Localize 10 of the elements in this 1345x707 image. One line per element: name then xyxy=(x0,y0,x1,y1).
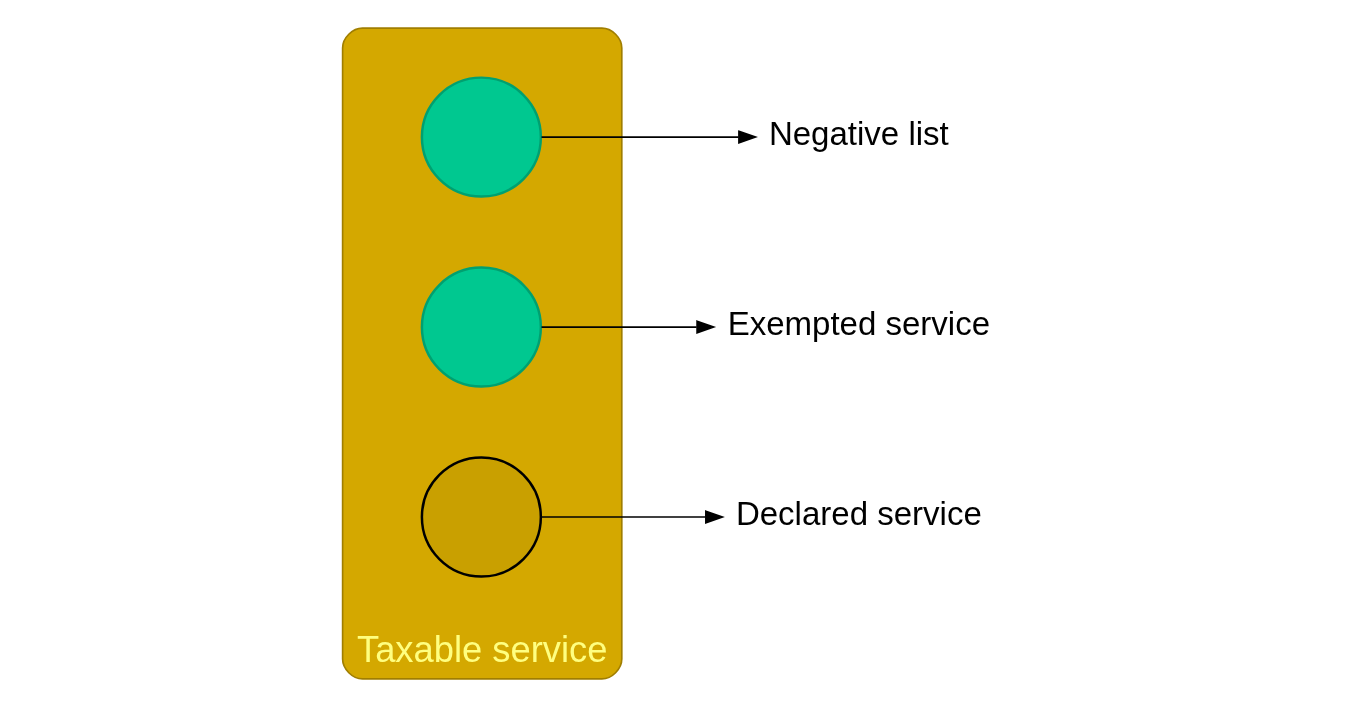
arrow xyxy=(540,130,758,145)
arrow xyxy=(540,320,716,334)
node-text: Exempted service xyxy=(727,305,990,343)
node-circle xyxy=(420,76,542,198)
node-circle xyxy=(420,266,542,388)
cluster: Taxable service xyxy=(341,27,623,680)
arrow xyxy=(540,510,725,524)
node-text: Negative list xyxy=(768,115,949,153)
node-circle xyxy=(420,456,542,578)
node-text: Declared service xyxy=(735,495,982,533)
